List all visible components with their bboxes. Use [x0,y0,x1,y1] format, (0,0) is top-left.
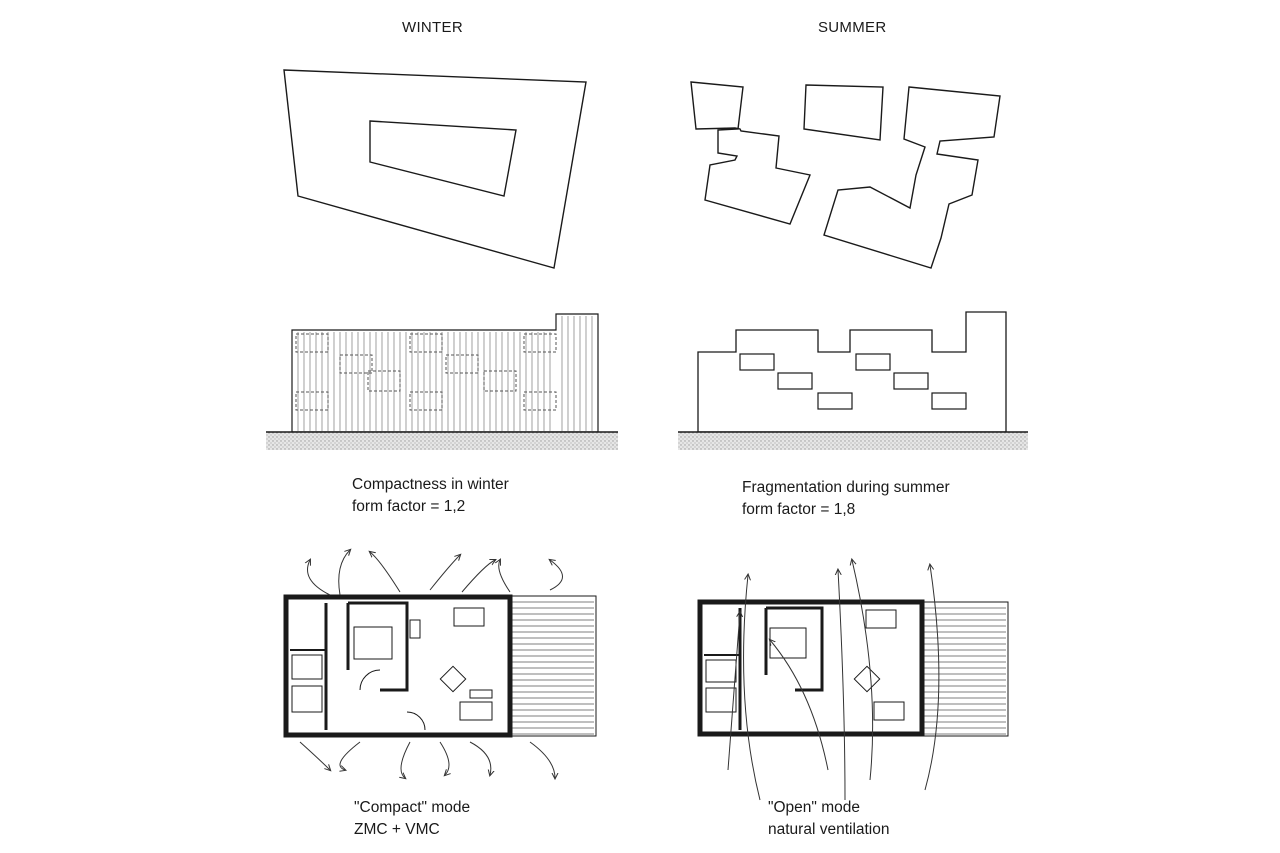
winter-header: WINTER [402,19,463,36]
summer-plan-shapes [690,81,1001,269]
winter-plan-shape [283,69,587,269]
summer-mode-caption-line2: natural ventilation [768,821,890,838]
winter-mode-caption-line1: "Compact" mode [354,799,471,816]
winter-elevation [266,313,618,450]
winter-floorplan [283,550,597,778]
summer-elevation [678,311,1028,450]
winter-form-caption-line1: Compactness in winter [352,476,509,493]
summer-header: SUMMER [818,19,887,36]
summer-form-caption-line1: Fragmentation during summer [742,479,950,496]
winter-form-caption-line2: form factor = 1,2 [352,498,466,515]
summer-mode-caption-line1: "Open" mode [768,799,861,816]
summer-floorplan [697,560,1009,801]
winter-mode-caption-line2: ZMC + VMC [354,821,440,838]
summer-form-caption-line2: form factor = 1,8 [742,501,856,518]
